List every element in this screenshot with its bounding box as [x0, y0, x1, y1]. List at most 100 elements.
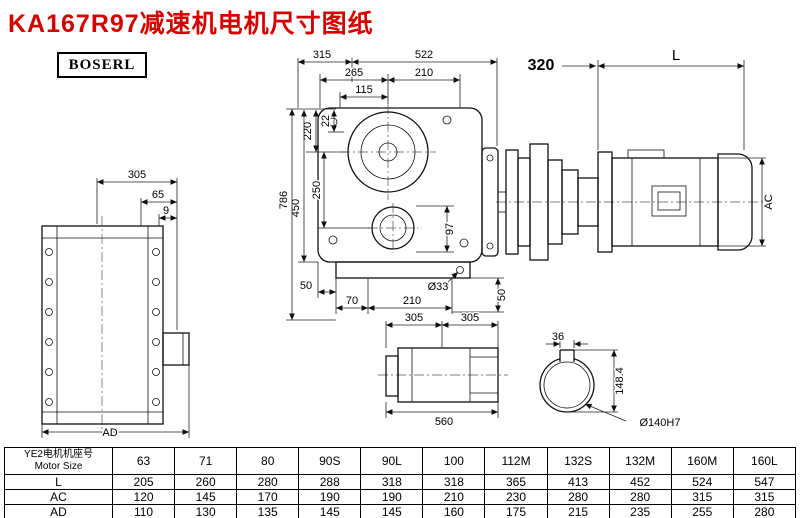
- col-header: 100: [422, 447, 486, 475]
- table-cell: 524: [670, 474, 734, 490]
- table-cell: 452: [608, 474, 672, 490]
- table-cell: 145: [360, 504, 424, 518]
- side-view-outline: [41, 225, 164, 425]
- motor-view-dimensions: L 320 AC: [526, 46, 777, 247]
- dim-motor-320: 320: [528, 57, 555, 74]
- header-en: Motor Size: [34, 461, 83, 472]
- table-row-AC: AC 120 145 170 190 190 210 230 280 280 3…: [4, 489, 797, 505]
- table-cell: 318: [360, 474, 424, 490]
- table-cell: 235: [608, 504, 672, 518]
- table-row-AD: AD 110 130 135 145 145 160 175 215 235 2…: [4, 504, 797, 518]
- col-header: 160M: [670, 447, 734, 475]
- table-cell: 190: [360, 489, 424, 505]
- table-cell: 280: [236, 474, 300, 490]
- dim-left-65: 65: [152, 189, 164, 201]
- table-cell: 365: [484, 474, 548, 490]
- bore-view-dimensions: 36 148.4 Ø140H7: [546, 330, 682, 431]
- table-cell: 215: [546, 504, 610, 518]
- fan-cover: [717, 153, 753, 251]
- bore-circle: [539, 357, 595, 413]
- brand-logo: BOSERL: [57, 52, 147, 78]
- secondary-bore-circle: [371, 206, 415, 250]
- table-cell: 145: [298, 504, 362, 518]
- table-cell: 205: [111, 474, 176, 490]
- dim-left-9: 9: [163, 205, 169, 217]
- table-cell: 135: [236, 504, 300, 518]
- front-view-foot: [335, 261, 471, 279]
- table-cell: 315: [670, 489, 734, 505]
- dim-left-AD: AD: [102, 427, 117, 439]
- row-label: L: [4, 474, 113, 490]
- table-cell: 280: [732, 504, 797, 518]
- dim-shaft-305-a: 305: [405, 312, 423, 324]
- table-cell: 315: [732, 489, 797, 505]
- table-cell: 230: [484, 489, 548, 505]
- dim-motor-AC: AC: [763, 194, 775, 209]
- dim-shaft-560: 560: [435, 416, 453, 428]
- motor-nameplate: [651, 185, 687, 217]
- dim-main-97: 97: [444, 223, 456, 235]
- foot-mounting-hole: [456, 266, 464, 274]
- table-header-row: YE2电机机座号 Motor Size 63 71 80 90S 90L 100…: [4, 447, 797, 475]
- table-cell: 130: [174, 504, 238, 518]
- col-header: 132M: [608, 447, 672, 475]
- col-header: 90S: [298, 447, 362, 475]
- dim-main-250: 250: [311, 181, 323, 199]
- dim-bore-148: 148.4: [614, 367, 626, 395]
- dim-motor-L: L: [672, 47, 680, 64]
- dim-main-522: 522: [415, 49, 433, 61]
- table-cell: 318: [422, 474, 486, 490]
- dim-bore-36: 36: [552, 331, 564, 343]
- dim-main-115: 115: [355, 84, 373, 96]
- side-view-shaft-stub: [162, 332, 190, 366]
- front-view-output-flange: [481, 147, 499, 257]
- table-cell: 210: [422, 489, 486, 505]
- table-cell: 120: [111, 489, 176, 505]
- shaft-view-dimensions: 305 305 560: [385, 311, 499, 430]
- table-row-L: L 205 260 280 288 318 318 365 413 452 52…: [4, 474, 797, 490]
- row-label: AC: [4, 489, 113, 505]
- motor-view: [496, 143, 768, 261]
- dim-bore-d140: Ø140H7: [640, 417, 681, 429]
- table-cell: 160: [422, 504, 486, 518]
- dim-shaft-305-b: 305: [461, 312, 479, 324]
- dim-main-315: 315: [313, 49, 331, 61]
- dim-main-50-right: 50: [496, 289, 508, 301]
- col-header: 112M: [484, 447, 548, 475]
- table-cell: 288: [298, 474, 362, 490]
- table-cell: 280: [608, 489, 672, 505]
- dim-main-d33: Ø33: [428, 281, 449, 293]
- table-cell: 145: [174, 489, 238, 505]
- input-bore-circle: [347, 111, 429, 193]
- table-cell: 547: [732, 474, 797, 490]
- gearbox-front-view: [317, 104, 499, 279]
- col-header: 63: [111, 447, 176, 475]
- gearbox-side-view: [41, 216, 190, 434]
- col-header: 80: [236, 447, 300, 475]
- motor-size-table: YE2电机机座号 Motor Size 63 71 80 90S 90L 100…: [4, 447, 797, 518]
- col-header: 90L: [360, 447, 424, 475]
- table-cell: 260: [174, 474, 238, 490]
- table-cell: 170: [236, 489, 300, 505]
- hollow-shaft-body: [397, 347, 499, 403]
- table-cell: 280: [546, 489, 610, 505]
- dim-main-210-top: 210: [415, 67, 433, 79]
- table-cell: 190: [298, 489, 362, 505]
- table-cell: 175: [484, 504, 548, 518]
- page-title: KA167R97减速机电机尺寸图纸: [8, 10, 374, 38]
- col-header: 132S: [546, 447, 610, 475]
- table-cell: 110: [111, 504, 176, 518]
- table-cell: 255: [670, 504, 734, 518]
- dim-left-305: 305: [128, 169, 146, 181]
- dim-main-265: 265: [345, 67, 363, 79]
- table-corner-header: YE2电机机座号 Motor Size: [4, 447, 113, 475]
- bore-view: [539, 349, 595, 413]
- table-cell: 413: [546, 474, 610, 490]
- dim-main-22: 22: [320, 115, 332, 127]
- shaft-view: [378, 347, 508, 403]
- dim-main-210-bottom: 210: [403, 295, 421, 307]
- header-cn: YE2电机机座号: [24, 449, 93, 460]
- col-header: 160L: [732, 447, 797, 475]
